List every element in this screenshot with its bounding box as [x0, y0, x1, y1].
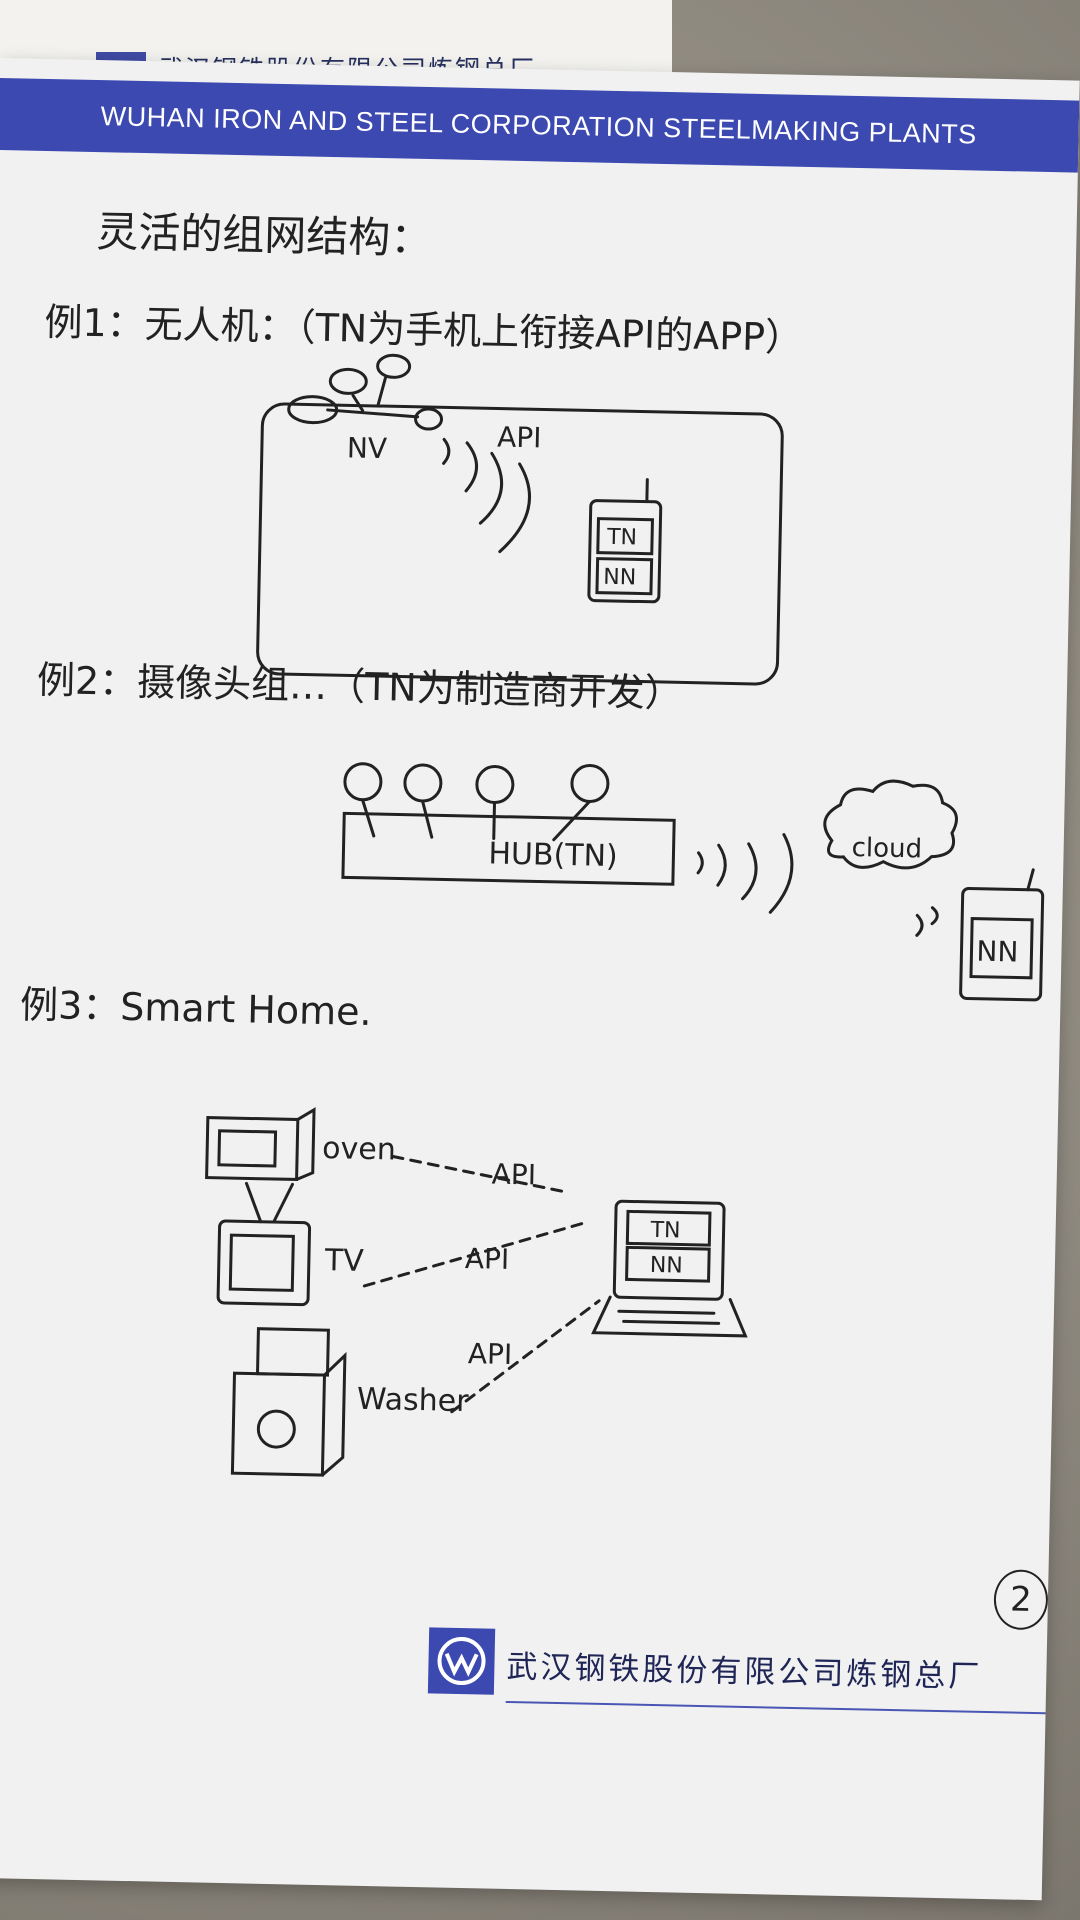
camera-icons: [343, 762, 610, 842]
api-label: API: [497, 420, 542, 454]
drone-icon: [287, 353, 444, 431]
tv-label: TV: [324, 1243, 365, 1279]
tv-api-link: [362, 1221, 588, 1288]
api-label-washer: API: [468, 1337, 513, 1371]
phone2-label: NN: [976, 935, 1019, 969]
washer-api-link: [450, 1299, 601, 1414]
hub-box: [341, 811, 676, 886]
api-label-tv: API: [465, 1242, 510, 1276]
example1-frame: [256, 402, 784, 686]
washer-icon: [230, 1327, 347, 1477]
phone-icon: [587, 478, 663, 604]
drone-label: NV: [347, 431, 388, 465]
oven-icon: [205, 1107, 316, 1181]
api-label-oven: API: [491, 1158, 536, 1192]
cloud-icon: [823, 779, 958, 870]
washer-label: Washer: [357, 1382, 470, 1419]
signal-waves-icon: [442, 437, 532, 554]
phone-bottom-label: NN: [603, 565, 636, 591]
phone-signal-icon: [915, 906, 939, 937]
laptop-top-label: TN: [649, 1218, 680, 1244]
laptop-bottom-label: NN: [650, 1253, 683, 1279]
laptop-icon: [591, 1199, 748, 1338]
cloud-label: cloud: [851, 833, 922, 864]
phone-top-label: TN: [606, 525, 637, 551]
tv-icon: [216, 1181, 312, 1307]
oven-api-link: [391, 1154, 568, 1194]
phone2-icon: [959, 868, 1045, 1002]
oven-label: oven: [322, 1131, 396, 1168]
notebook-page: WUHAN IRON AND STEEL CORPORATION STEELMA…: [0, 58, 1080, 1901]
hub-label: HUB(TN): [488, 836, 618, 874]
sketch-drawings: NV API TN NN HUB(TN) cloud NN: [205, 353, 1045, 1477]
hub-signal-icon: [696, 833, 794, 914]
footer-logo-icon: [427, 1627, 496, 1695]
